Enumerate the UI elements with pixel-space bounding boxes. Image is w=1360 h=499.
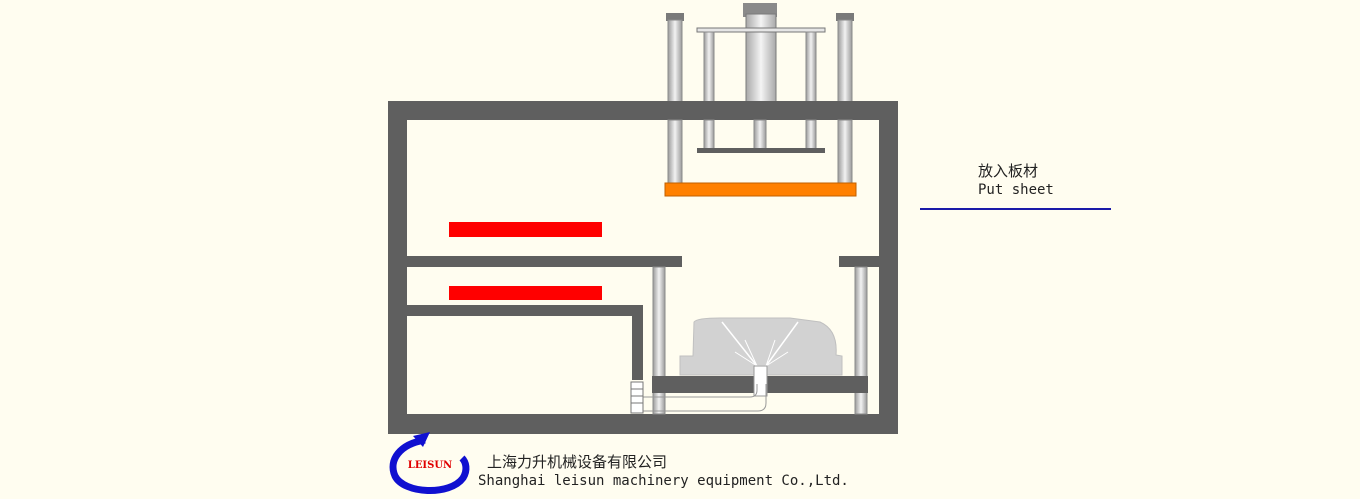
right-inner-rod-upper <box>805 31 817 105</box>
logo-wordmark: LEISUN <box>407 460 453 471</box>
top-cylinder-assembly <box>666 3 854 105</box>
left-inner-rod <box>703 119 715 151</box>
left-guide-column-inner <box>667 119 683 193</box>
top-crossbar <box>696 27 826 33</box>
frame-top-wall <box>388 101 898 120</box>
middle-shelf-right <box>839 256 879 267</box>
right-inner-rod <box>805 119 817 151</box>
left-column-cap <box>666 13 684 21</box>
machine-frame <box>388 101 898 434</box>
lower-heater <box>449 286 602 300</box>
left-inner-rod-upper <box>703 31 715 105</box>
lower-shelf <box>407 305 643 316</box>
vacuum-port <box>753 365 768 397</box>
upper-platen <box>697 148 825 153</box>
frame-bottom-wall <box>388 414 898 434</box>
step-label-english: Put sheet <box>978 182 1054 198</box>
lower-shelf-drop <box>632 305 643 380</box>
middle-shelf-left <box>407 256 682 267</box>
vacuum-pipe <box>630 381 767 414</box>
mold-body <box>679 317 843 376</box>
step-label-chinese: 放入板材 <box>978 162 1039 180</box>
forming-mold <box>679 317 843 376</box>
frame-left-wall <box>388 101 407 434</box>
leisun-logo <box>389 432 470 494</box>
logo-arrow-ring <box>389 436 470 494</box>
step-label-underline <box>920 208 1111 210</box>
plastic-sheet <box>664 182 857 197</box>
right-guide-column-upper <box>837 19 853 105</box>
right-column-cap <box>836 13 854 21</box>
company-name-chinese: 上海力升机械设备有限公司 <box>487 453 668 471</box>
mold-table-right <box>767 376 868 393</box>
pipe-fitting <box>630 381 644 414</box>
upper-heater <box>449 222 602 237</box>
logo-arrow-head <box>413 432 430 447</box>
company-name-english: Shanghai leisun machinery equipment Co.,… <box>478 473 849 489</box>
left-guide-column-upper <box>667 19 683 105</box>
center-ram <box>753 119 767 151</box>
upper-platen-rods <box>667 119 853 193</box>
right-guide-column-inner <box>837 119 853 193</box>
frame-right-wall <box>879 101 898 434</box>
mold-table-left <box>652 376 754 393</box>
